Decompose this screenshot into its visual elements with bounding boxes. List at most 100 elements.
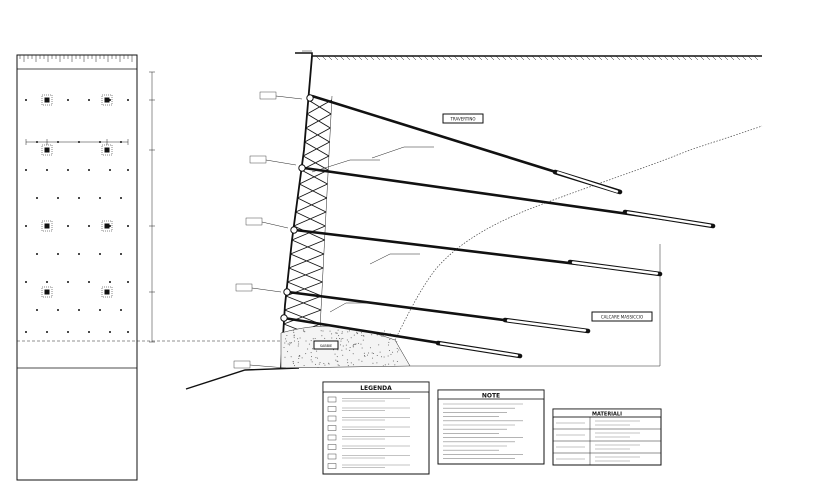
legend-symbol — [327, 396, 337, 403]
excavation-bottom-line — [185, 367, 300, 390]
anchor-head-dot — [57, 253, 59, 255]
anchor-head-dot — [67, 225, 69, 227]
sabbie-label-box — [313, 340, 339, 350]
cross-section: TRAVERTINO CALCARE MASSICCIO SABBIE — [185, 50, 763, 390]
callout-leader — [371, 146, 405, 159]
anchor-head-dot — [67, 331, 69, 333]
anchor-head-dot — [88, 331, 90, 333]
anchor-callouts — [233, 91, 434, 369]
anchor-plate-core — [104, 147, 110, 153]
anchor-head-dot — [127, 169, 129, 171]
anchor-head-dot — [57, 197, 59, 199]
anchor-head-dot — [109, 169, 111, 171]
anchor-head-dot — [99, 309, 101, 311]
ground-hatch — [315, 55, 759, 61]
level-dimension-ticks — [149, 71, 155, 343]
anchor-head-dot — [99, 253, 101, 255]
legend-symbol — [327, 434, 337, 441]
anchor-head-dot — [25, 169, 27, 171]
anchor-head-dot — [46, 169, 48, 171]
anchor-plate-marker — [101, 220, 113, 232]
anchor-head-dot — [88, 281, 90, 283]
anchor-head-dot — [88, 225, 90, 227]
anchor-head-dot — [109, 331, 111, 333]
anchor-plate-core — [44, 223, 50, 229]
front-elevation-panel — [16, 54, 296, 481]
legend-symbol — [327, 425, 337, 431]
calcare-label: CALCARE MASSICCIO — [601, 315, 643, 320]
ground-surface-line — [295, 52, 762, 57]
callout-leader — [369, 253, 391, 265]
anchor-head-dot — [25, 331, 27, 333]
anchor-head — [283, 288, 291, 296]
travertino-label: TRAVERTINO — [449, 117, 475, 122]
legend-frame — [322, 381, 430, 475]
legend-title: LEGENDA — [360, 385, 392, 392]
elevation-frame — [16, 54, 138, 481]
callout-leader — [261, 221, 289, 229]
materials-table: MATERIALI — [552, 408, 662, 466]
legend-symbol — [327, 463, 337, 469]
elevation-top-ticks — [19, 55, 133, 62]
anchor-head-grid — [25, 99, 129, 333]
anchor-head-dot — [120, 309, 122, 311]
anchor-head-dot — [78, 253, 80, 255]
anchor-plate-core — [104, 223, 110, 229]
anchor-head-dot — [25, 281, 27, 283]
callout-leader — [275, 95, 303, 100]
anchor-plate-core — [44, 289, 50, 295]
anchor-head-dot — [67, 99, 69, 101]
anchor-head-dot — [57, 309, 59, 311]
callout-leader — [249, 364, 287, 369]
anchor-plate-core — [104, 289, 110, 295]
legend-symbol — [327, 415, 337, 422]
sand-zone — [280, 325, 411, 369]
anchor-head-dot — [78, 197, 80, 199]
callout-box — [245, 217, 263, 226]
anchor-head-dot — [46, 281, 48, 283]
callout-leader — [265, 159, 297, 166]
anchor-head-dot — [127, 281, 129, 283]
anchor-head-dot — [127, 331, 129, 333]
anchor-head-dot — [88, 99, 90, 101]
anchor-head-dot — [46, 331, 48, 333]
legend-table: LEGENDA — [322, 381, 430, 475]
anchor-plate-markers — [41, 94, 113, 298]
callout-box — [235, 283, 253, 292]
anchor-head-dot — [120, 253, 122, 255]
materials-rows — [553, 416, 661, 462]
anchor-head-dot — [99, 197, 101, 199]
notes-frame — [437, 389, 545, 465]
travertine-limestone-boundary — [394, 125, 763, 341]
callout-leader — [251, 287, 282, 293]
limestone-outline — [410, 244, 661, 367]
calcare-label-box — [591, 311, 653, 322]
anchor-head — [306, 94, 314, 102]
anchor-head-dot — [109, 281, 111, 283]
anchor-plate-core — [44, 147, 50, 153]
callout-box — [233, 360, 251, 369]
reinforcement-mesh — [281, 99, 333, 353]
anchor-head-dot — [127, 225, 129, 227]
ground-anchors — [283, 94, 716, 359]
travertino-label-box — [442, 113, 484, 124]
anchor-head-dot — [36, 253, 38, 255]
notes-table: NOTE — [437, 389, 545, 465]
callout-box — [259, 91, 277, 100]
anchor-head-dot — [25, 99, 27, 101]
anchor-plate-marker — [41, 286, 53, 298]
anchor-head-dot — [36, 197, 38, 199]
anchor-plate-core — [104, 97, 110, 103]
legend-symbol — [327, 453, 337, 460]
anchor-head-dot — [78, 309, 80, 311]
materials-title: MATERIALI — [592, 412, 622, 418]
legend-symbol — [327, 406, 337, 412]
legend-symbol — [327, 444, 337, 450]
anchor-plate-core — [44, 97, 50, 103]
anchor-plate-marker — [41, 94, 53, 106]
anchor-plate-marker — [101, 286, 113, 298]
callout-leader — [329, 302, 347, 313]
notes-title: NOTE — [482, 393, 500, 400]
